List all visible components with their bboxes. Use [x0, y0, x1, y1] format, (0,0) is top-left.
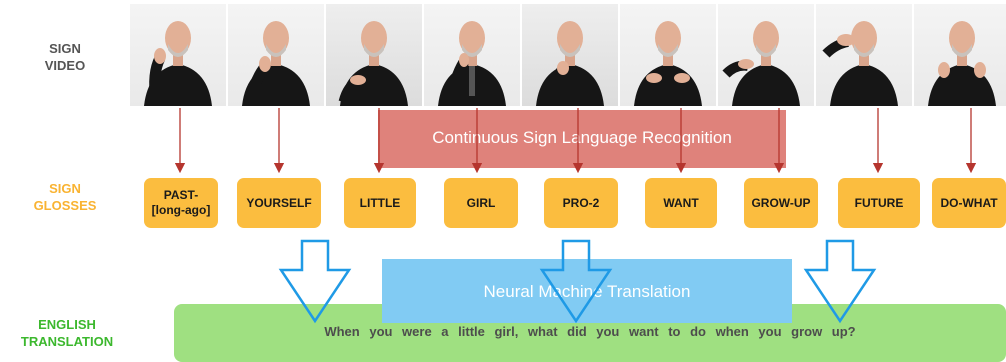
video-frame: [228, 4, 324, 106]
gloss-box: PAST- [long-ago]: [144, 178, 218, 228]
video-frame: [424, 4, 520, 106]
gloss-box: WANT: [645, 178, 717, 228]
gloss-box: GROW-UP: [744, 178, 818, 228]
signer-figure: [722, 21, 800, 106]
gloss-box: DO-WHAT: [932, 178, 1006, 228]
video-frame: [522, 4, 618, 106]
gloss-box: FUTURE: [838, 178, 920, 228]
signer-figure: [438, 21, 506, 106]
english-translation-label: ENGLISH TRANSLATION: [20, 317, 114, 349]
video-frame: [718, 4, 814, 106]
gloss-box: YOURSELF: [237, 178, 321, 228]
video-frame: [326, 4, 422, 106]
down-arrow-icon: [539, 239, 613, 324]
video-frame: [816, 4, 912, 106]
signer-figure: [822, 21, 898, 106]
translation-text: When you were a little girl, what did yo…: [324, 324, 856, 339]
gloss-box: GIRL: [444, 178, 518, 228]
sign-video-label: SIGN VIDEO: [44, 41, 86, 73]
video-frame: [914, 4, 1006, 106]
sign-video-frames: [130, 4, 1006, 106]
sign-glosses-label: SIGN GLOSSES: [33, 181, 97, 213]
down-arrow-icon: [278, 239, 352, 324]
signer-figure: [144, 21, 212, 106]
csr-module: [378, 110, 786, 168]
nmt-label: Neural Machine Translation: [483, 282, 691, 301]
signer-figure: [242, 21, 310, 106]
video-frame: [130, 4, 226, 106]
signer-figure: [928, 21, 996, 106]
signer-figure: [536, 21, 604, 106]
video-frame: [620, 4, 716, 106]
signer-figure: [634, 21, 702, 106]
csr-label: Continuous Sign Language Recognition: [432, 128, 732, 147]
gloss-box: LITTLE: [344, 178, 416, 228]
signer-figure: [338, 21, 408, 106]
down-arrow-icon: [803, 239, 877, 324]
gloss-box: PRO-2: [544, 178, 618, 228]
nmt-module: [382, 259, 792, 323]
